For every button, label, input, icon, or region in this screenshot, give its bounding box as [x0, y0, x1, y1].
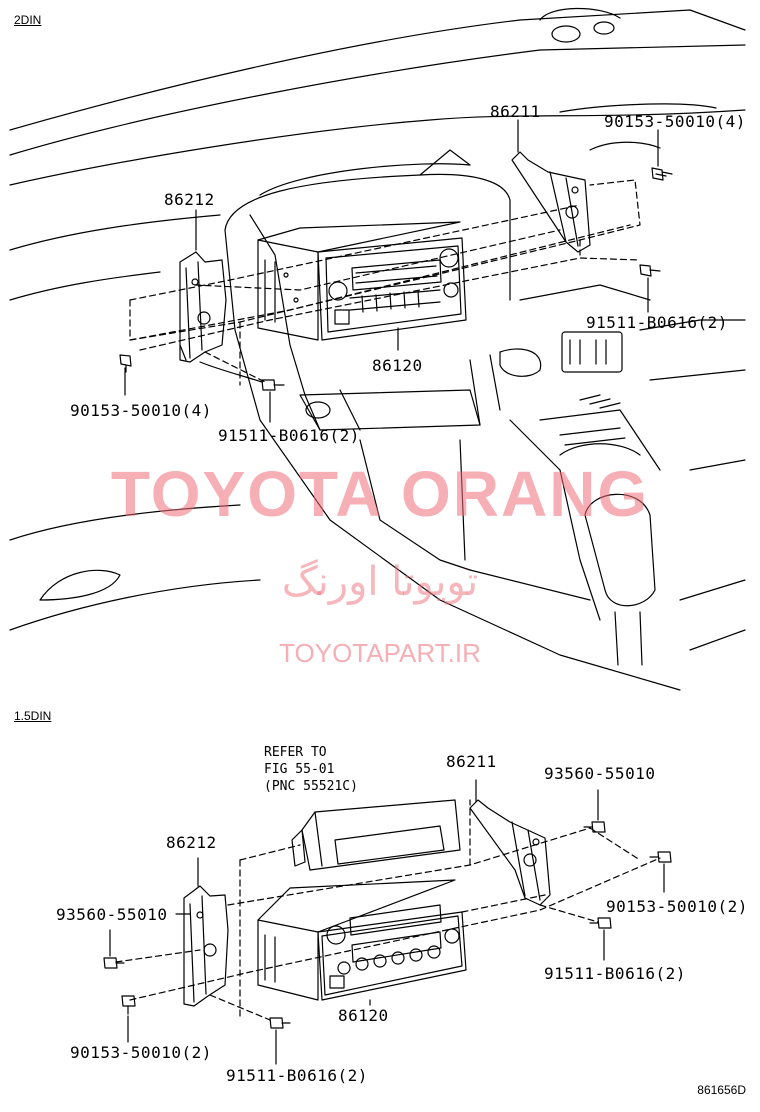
bracket-86211-top — [511, 151, 591, 253]
watermark-farsi: تویوتا اورنگ — [281, 559, 479, 605]
leader-lines-top — [124, 103, 717, 423]
part-label-86120-top: 86120 — [372, 356, 423, 375]
part-label-91511-right-bottom: 91511-B0616(2) — [544, 964, 686, 983]
bracket-86212-bottom — [183, 885, 229, 1007]
part-label-91511-right-top: 91511-B0616(2) — [586, 313, 728, 332]
part-label-90153-right-bottom: 90153-50010(2) — [606, 897, 748, 916]
part-label-86211-bottom: 86211 — [446, 752, 497, 771]
part-label-90153-left-bottom: 90153-50010(2) — [70, 1043, 212, 1062]
head-unit-2din — [257, 221, 467, 341]
part-label-91511-left-bottom: 91511-B0616(2) — [226, 1066, 368, 1085]
part-label-93560-right: 93560-55010 — [544, 764, 656, 783]
part-label-86212-bottom: 86212 — [166, 833, 217, 852]
part-label-86120-bottom: 86120 — [338, 1006, 389, 1025]
dashboard-outline — [9, 7, 746, 691]
part-label-90153-left-top: 90153-50010(4) — [70, 401, 212, 420]
section-label-1-5din: 1.5DIN — [14, 709, 52, 723]
bracket-86211-bottom — [469, 799, 551, 906]
part-label-90153-right-top: 90153-50010(4) — [604, 112, 746, 131]
assembly-box-bottom — [115, 799, 661, 1021]
part-label-86211-top: 86211 — [490, 102, 541, 121]
bolts-bottom — [103, 821, 672, 1029]
part-label-91511-left-top: 91511-B0616(2) — [218, 426, 360, 445]
part-label-93560-left: 93560-55010 — [56, 905, 168, 924]
figure-reference: 861656D — [697, 1083, 746, 1097]
bracket-86212-top — [179, 251, 227, 363]
display-unit — [291, 799, 461, 871]
head-unit-1-5din — [257, 879, 467, 1001]
assembly-box-top — [129, 179, 641, 386]
refer-note: REFER TO FIG 55-01 (PNC 55521C) — [264, 745, 358, 794]
section-label-2din: 2DIN — [14, 13, 42, 27]
part-label-86212-top: 86212 — [164, 190, 215, 209]
watermark-brand: TOYOTA ORANG — [110, 458, 650, 530]
leader-lines-bottom — [109, 779, 665, 1065]
bolts-top — [119, 167, 673, 391]
watermark-site: TOYOTAPART.IR — [279, 638, 481, 668]
